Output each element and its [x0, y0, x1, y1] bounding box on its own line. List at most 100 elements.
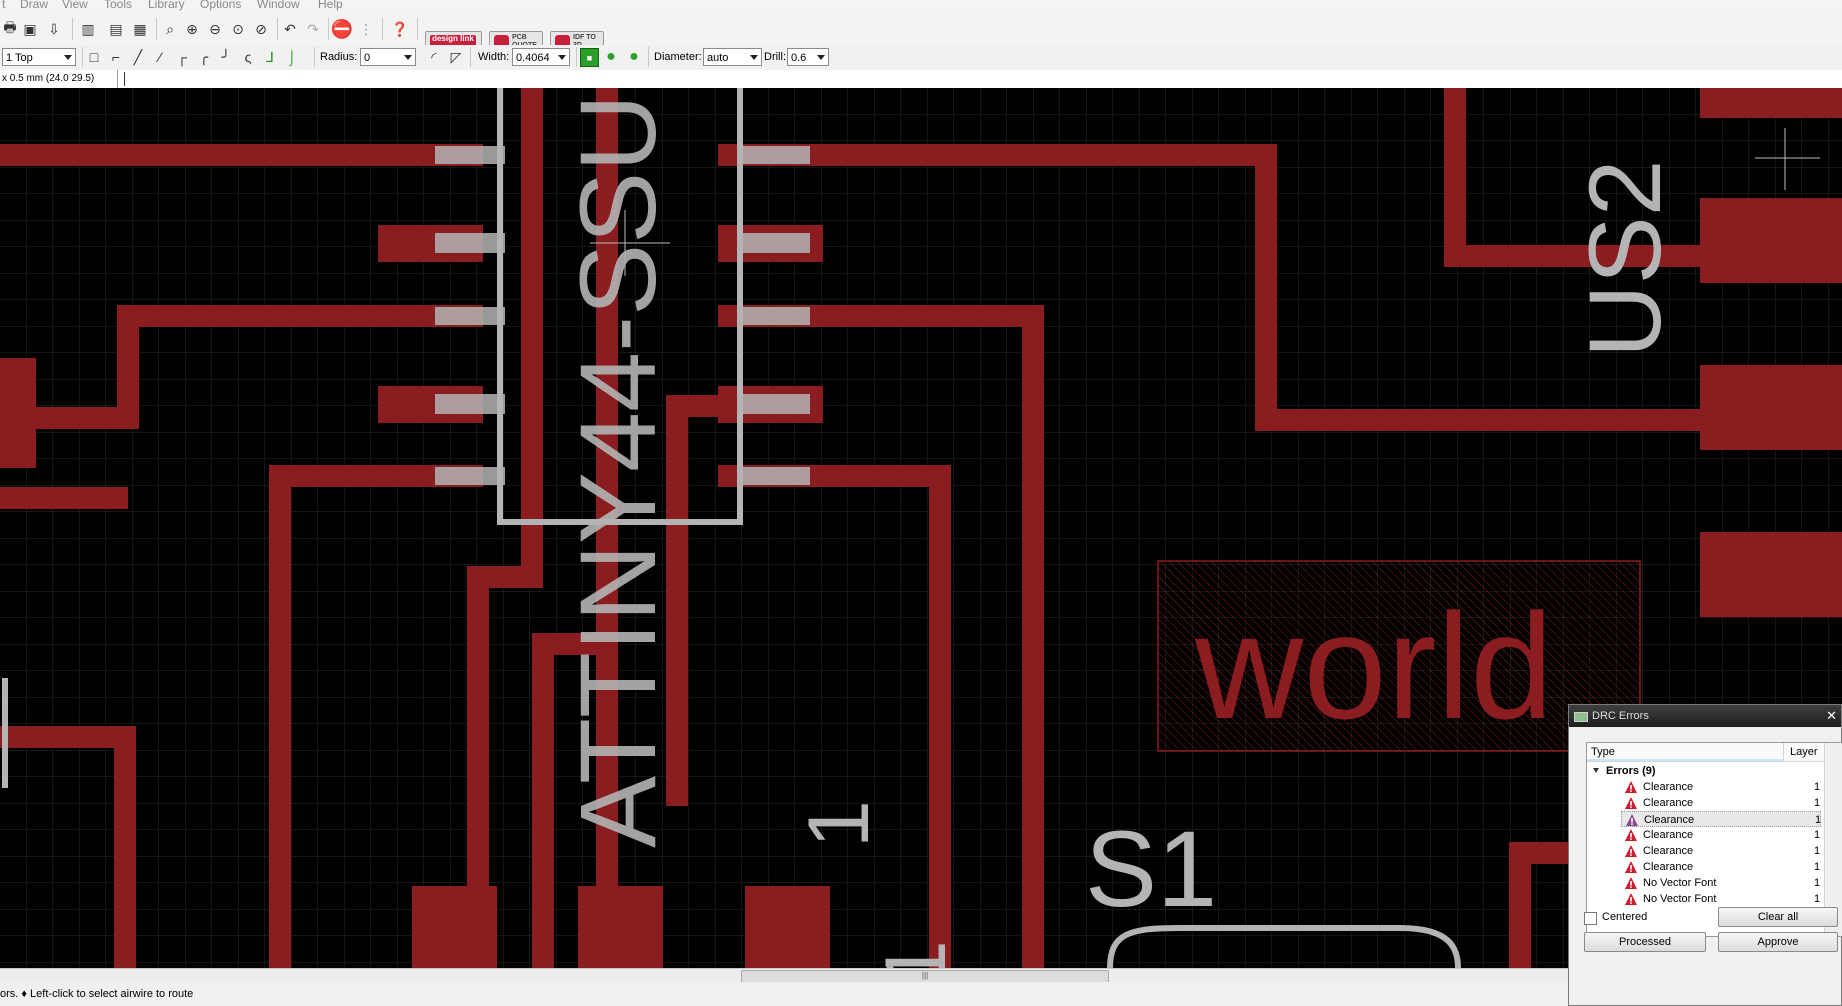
error-row[interactable]: No Vector Font 1 [1621, 875, 1821, 891]
error-tree[interactable]: Type Layer Errors (9) Clearance 1 Cleara… [1586, 742, 1842, 937]
menu-item-library[interactable]: Library [148, 0, 185, 11]
chevron-down-icon [64, 55, 72, 60]
clear-all-button[interactable]: Clear all [1718, 907, 1838, 927]
centered-checkbox[interactable] [1584, 912, 1597, 925]
pad-overlay [740, 233, 810, 253]
menu-item-view[interactable]: View [62, 0, 88, 11]
errors-group-label: Errors (9) [1606, 765, 1656, 777]
trace[interactable] [532, 633, 606, 968]
help-icon[interactable]: ❓ [391, 20, 409, 37]
trace[interactable] [1509, 842, 1572, 968]
processed-button[interactable]: Processed [1584, 932, 1706, 952]
pad[interactable] [578, 886, 663, 968]
cam-icon[interactable]: ▣ [23, 20, 37, 37]
error-row[interactable]: Clearance 1 [1621, 843, 1821, 859]
menu-item-help[interactable]: Help [318, 0, 343, 11]
go-icon[interactable]: ⋮ [359, 20, 373, 37]
via-octagon-icon[interactable]: ● [629, 48, 639, 65]
zoom-fit-icon[interactable]: ⌕ [166, 20, 174, 37]
silkscreen [2, 88, 1461, 968]
error-type: Clearance [1643, 781, 1694, 793]
error-row[interactable]: Clearance 1 [1621, 827, 1821, 843]
menu-item-draw[interactable]: Draw [20, 0, 49, 11]
undo-icon[interactable]: ↶ [284, 20, 296, 37]
trace[interactable] [0, 305, 440, 429]
error-row[interactable]: Clearance 1 [1621, 779, 1821, 795]
text-keepout-area [1157, 560, 1641, 752]
error-layer: 1 [1814, 845, 1821, 857]
width-select[interactable]: 0.4064 [512, 48, 570, 66]
bend-style-6-icon[interactable]: ╭ [199, 48, 209, 65]
menu-bar: t Draw View Tools Library Options Window… [0, 0, 1842, 14]
trace[interactable] [790, 144, 1710, 431]
layers-icon[interactable]: ▥ [81, 20, 95, 37]
via-square-icon[interactable]: ■ [580, 48, 599, 67]
pad[interactable] [1700, 532, 1842, 617]
horizontal-scrollbar[interactable]: ||| [0, 968, 1572, 983]
board-icon[interactable]: ▤ [109, 20, 123, 37]
menu-item-window[interactable]: Window [257, 0, 300, 11]
trace[interactable] [0, 726, 136, 968]
miter-straight-icon[interactable]: ◸ [450, 48, 462, 65]
dialog-titlebar[interactable]: DRC Errors ✕ [1569, 705, 1841, 727]
script-icon[interactable]: ⇩ [48, 20, 60, 37]
bend-style-10-icon[interactable]: ⌡ [287, 49, 297, 65]
expand-icon[interactable] [1593, 768, 1599, 773]
pad[interactable] [1700, 365, 1842, 450]
pad[interactable] [1700, 88, 1842, 118]
zoom-out-icon[interactable]: ⊖ [209, 20, 221, 37]
radius-select[interactable]: 0 [360, 48, 416, 66]
bend-style-8-icon[interactable]: ς [244, 49, 252, 65]
status-text: ors. ♦ Left-click to select airwire to r… [0, 988, 194, 1000]
miter-round-icon[interactable]: ◜ [431, 48, 437, 65]
zoom-select-icon[interactable]: ⊘ [255, 20, 267, 37]
dialog-icon [1574, 712, 1588, 722]
menu-item-tools[interactable]: Tools [104, 0, 133, 11]
bend-style-4-icon[interactable]: ⁄ [158, 49, 162, 65]
close-icon[interactable]: ✕ [1826, 708, 1837, 723]
pad[interactable] [0, 358, 36, 468]
error-type: Clearance [1643, 861, 1694, 873]
stop-icon[interactable]: ⛔ [330, 18, 354, 39]
tree-vertical-scrollbar[interactable] [1824, 743, 1842, 936]
menu-item-options[interactable]: Options [200, 0, 242, 11]
error-row[interactable]: Clearance 1 [1621, 795, 1821, 811]
column-type[interactable]: Type [1587, 743, 1784, 761]
command-input[interactable] [124, 72, 125, 86]
bend-style-1-icon[interactable]: □ [89, 49, 99, 65]
trace[interactable] [467, 88, 543, 968]
trace[interactable] [790, 465, 951, 968]
column-layer[interactable]: Layer [1790, 746, 1818, 758]
drill-select[interactable]: 0.6 [787, 48, 829, 66]
diameter-select[interactable]: auto [703, 48, 762, 66]
menu-item[interactable]: t [2, 0, 6, 11]
print-icon[interactable]: 🖶 [3, 19, 17, 35]
chevron-down-icon [817, 55, 825, 60]
pad[interactable] [412, 886, 497, 968]
pad[interactable] [1700, 198, 1842, 283]
bend-style-7-icon[interactable]: ╯ [221, 48, 231, 65]
toolbar-separator [277, 18, 278, 40]
error-row[interactable]: No Vector Font 1 [1621, 891, 1821, 907]
trace[interactable] [790, 305, 1044, 968]
trace[interactable] [1444, 88, 1710, 267]
bend-style-5-icon[interactable]: ┌ [177, 49, 187, 65]
pin1-label-2: 1 [868, 940, 964, 968]
via-round-icon[interactable]: ● [606, 48, 616, 65]
board-canvas[interactable]: ATTINY44-SSU US2 S1 world 1 1 [0, 88, 1842, 968]
world-text[interactable]: world [1194, 582, 1553, 750]
diameter-label: Diameter: [654, 51, 702, 63]
zoom-redraw-icon[interactable]: ⊙ [232, 20, 244, 37]
redo-icon[interactable]: ↷ [307, 20, 319, 37]
pad[interactable] [745, 886, 830, 968]
zoom-in-icon[interactable]: ⊕ [186, 20, 198, 37]
bend-style-3-icon[interactable]: ╱ [133, 48, 143, 65]
schematic-icon[interactable]: ▦ [133, 20, 147, 37]
bend-style-2-icon[interactable]: ⌐ [111, 49, 121, 65]
layer-select[interactable]: 1 Top [2, 48, 76, 66]
error-row-selected[interactable]: Clearance 1 [1621, 811, 1821, 827]
approve-button[interactable]: Approve [1718, 932, 1838, 952]
bend-style-9-icon[interactable]: ⅃ [266, 48, 274, 65]
error-row[interactable]: Clearance 1 [1621, 859, 1821, 875]
errors-group[interactable]: Errors (9) [1593, 763, 1656, 779]
